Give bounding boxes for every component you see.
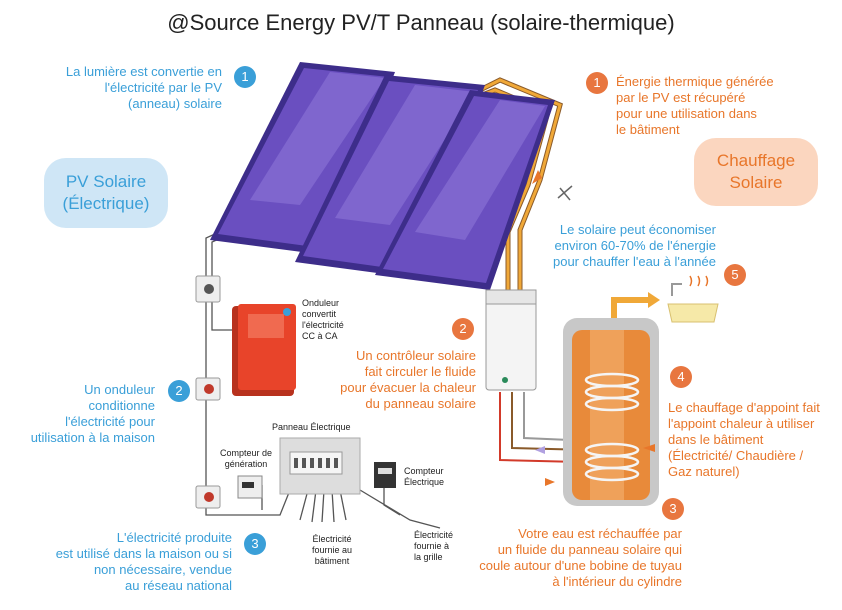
solar-panel-icon	[210, 62, 555, 290]
electric-meter-label: Compteur Électrique	[404, 466, 445, 487]
electric-panel-label: Panneau Électrique	[272, 422, 351, 432]
building-supply-label: Électricité fournie au bâtiment	[311, 534, 353, 566]
heat-step-5-badge: 5	[724, 264, 746, 286]
pv-step-2-text: Un onduleur conditionne l'électricité po…	[30, 382, 155, 445]
wiring	[205, 227, 441, 529]
pv-step-3-badge: 3	[244, 533, 266, 555]
electric-panel-icon	[279, 437, 361, 495]
flow-arrow-icon	[532, 170, 542, 184]
pv-step-1-badge: 1	[234, 66, 256, 88]
water-tank-icon	[563, 318, 659, 506]
pv-step-2-badge: 2	[168, 380, 190, 402]
pv-step-1-text: La lumière est convertie en l'électricit…	[65, 64, 222, 111]
double-arrow-icon	[557, 185, 573, 201]
heat-step-3-text: Votre eau est réchauffée par un fluide d…	[479, 526, 682, 589]
cold-arrow-icon	[535, 446, 545, 454]
inverter-label: Onduleur convertit l'électricité CC à CA	[302, 298, 344, 341]
inverter-icon	[232, 304, 296, 396]
pv-solar-label: PV Solaire (Électrique)	[44, 158, 168, 228]
solar-heating-label: Chauffage Solaire	[694, 138, 818, 206]
pv-step-3-text: L'électricité produite est utilisé dans …	[55, 530, 232, 593]
heat-step-5-text: Le solaire peut économiser environ 60-70…	[552, 222, 716, 269]
heat-step-1-text: Énergie thermique générée par le PV est …	[616, 74, 774, 137]
controller-icon	[485, 289, 537, 391]
heat-step-1-badge: 1	[586, 72, 608, 94]
heat-step-4-badge: 4	[670, 366, 692, 388]
hot-water-pipe	[611, 297, 650, 318]
grid-supply-label: Électricité fournie à la grille	[414, 530, 454, 562]
page-title: @Source Energy PV/T Panneau (solaire-the…	[167, 10, 675, 35]
heat-step-2-badge: 2	[452, 318, 474, 340]
heat-step-4-text: Le chauffage d'appoint fait l'appoint ch…	[668, 400, 820, 479]
hot-water-arrow-icon	[648, 292, 660, 308]
heat-step-2-text: Un contrôleur solaire fait circuler le f…	[340, 348, 476, 411]
meter-icon	[237, 462, 396, 499]
generation-meter-label: Compteur de génération	[219, 448, 273, 469]
bathtub-icon	[667, 275, 719, 323]
switch-icon	[195, 275, 221, 509]
warm-arrow-icon	[545, 478, 555, 486]
heat-step-3-badge: 3	[662, 498, 684, 520]
backup-arrow-icon	[643, 444, 655, 452]
